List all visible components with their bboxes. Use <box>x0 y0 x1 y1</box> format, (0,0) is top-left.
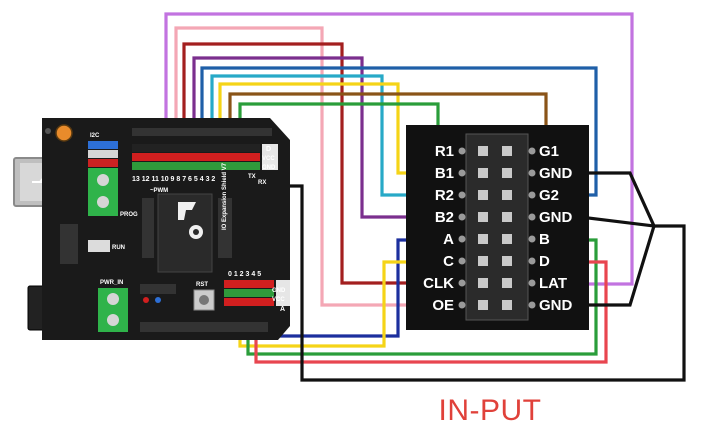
wire-oe <box>174 26 422 307</box>
connector-pin <box>502 212 512 222</box>
wire-b2 <box>192 56 422 219</box>
tx-label: TX <box>248 174 256 180</box>
connector-dot <box>458 191 466 199</box>
digital-pin-numbers: 13 12 11 10 9 8 7 6 5 4 3 2 <box>132 176 215 183</box>
connector-pin <box>502 278 512 288</box>
connector-label-b2: B2 <box>435 209 454 226</box>
connector-pin <box>502 234 512 244</box>
wire-gnd-1 <box>578 171 657 229</box>
connector-pin <box>502 190 512 200</box>
connector-pin <box>502 256 512 266</box>
wire-r2 <box>210 74 422 197</box>
connector-pin <box>478 234 488 244</box>
vcc-label-bottom: VCC <box>272 297 285 303</box>
connector-dot <box>458 301 466 309</box>
connector-pin <box>478 146 488 156</box>
connector-dot <box>528 301 536 309</box>
connector-dot <box>528 147 536 155</box>
gnd-label-top: GND <box>262 165 276 171</box>
pwm-label: ~PWM <box>150 188 168 194</box>
wire-b1 <box>218 82 422 175</box>
connector-label-r1: R1 <box>435 143 454 160</box>
gnd-label-bottom: GND <box>272 288 286 294</box>
connector-pin <box>478 256 488 266</box>
dfrobot-logo <box>178 202 196 220</box>
connector-pin <box>502 300 512 310</box>
side-pins <box>142 198 232 258</box>
connector-pin <box>478 168 488 178</box>
connector-label-d: D <box>539 253 550 270</box>
connector-pin <box>502 168 512 178</box>
prog-terminal <box>88 168 118 216</box>
shield-name: IO Expansion Shield V7 <box>222 162 228 230</box>
i2c-label: I2C <box>90 133 100 139</box>
connector-dot <box>458 279 466 287</box>
connector-dot <box>528 257 536 265</box>
connector-label-oe: OE <box>432 297 454 314</box>
wire-gnd-2 <box>578 215 656 228</box>
connector-dot <box>458 257 466 265</box>
connector-label-lat: LAT <box>539 275 567 292</box>
run-label: RUN <box>112 245 125 251</box>
connector-label-g1: G1 <box>539 143 559 160</box>
controller-board: I2C D VCC GND 13 12 11 10 9 8 7 6 5 4 3 … <box>13 118 290 340</box>
connector-pin <box>478 212 488 222</box>
digital-header <box>132 128 278 170</box>
a-label: A <box>280 306 285 313</box>
connector-dot <box>458 169 466 177</box>
connector-label-b: B <box>539 231 550 248</box>
diagram-caption: IN-PUT <box>439 394 542 427</box>
connector-pin <box>502 146 512 156</box>
connector-dot <box>528 169 536 177</box>
i2c-header <box>88 141 118 167</box>
pwr-in-label: PWR_IN <box>100 280 123 286</box>
analog-header <box>224 280 290 306</box>
rst-label: RST <box>196 282 208 288</box>
reset-led-button <box>55 124 73 142</box>
wire-gnd-main <box>256 184 686 382</box>
connector-pin <box>478 278 488 288</box>
connector-dot <box>458 213 466 221</box>
connector-label-gnd: GND <box>539 209 573 226</box>
connector-slot <box>465 133 529 321</box>
connector-dot <box>528 235 536 243</box>
rx-label: RX <box>258 180 266 186</box>
prog-label: PROG <box>120 212 138 218</box>
connector-label-r2: R2 <box>435 187 454 204</box>
connector-label-a: A <box>443 231 454 248</box>
vcc-label-top: VCC <box>262 156 275 162</box>
connector-dot <box>528 279 536 287</box>
connector-label-clk: CLK <box>423 275 454 292</box>
connector-dot <box>458 147 466 155</box>
connector-dot <box>528 213 536 221</box>
wire-gnd-3 <box>578 224 656 307</box>
analog-pin-numbers: 0 1 2 3 4 5 <box>228 271 261 278</box>
connector-dot <box>458 235 466 243</box>
connector-pin <box>478 300 488 310</box>
connector-label-c: C <box>443 253 454 270</box>
connector-dot <box>528 191 536 199</box>
wire-clk <box>182 42 422 285</box>
wire-lat <box>164 12 634 286</box>
run-switch <box>88 240 110 252</box>
connector-label-gnd: GND <box>539 165 573 182</box>
wire-d <box>254 260 608 364</box>
connector-label-g2: G2 <box>539 187 559 204</box>
wire-g2 <box>200 66 598 197</box>
connector-label-b1: B1 <box>435 165 454 182</box>
connector-pins <box>478 146 512 310</box>
d-label: D <box>266 146 271 153</box>
connector-pin <box>478 190 488 200</box>
power-terminal <box>98 288 128 332</box>
connector-label-gnd: GND <box>539 297 573 314</box>
